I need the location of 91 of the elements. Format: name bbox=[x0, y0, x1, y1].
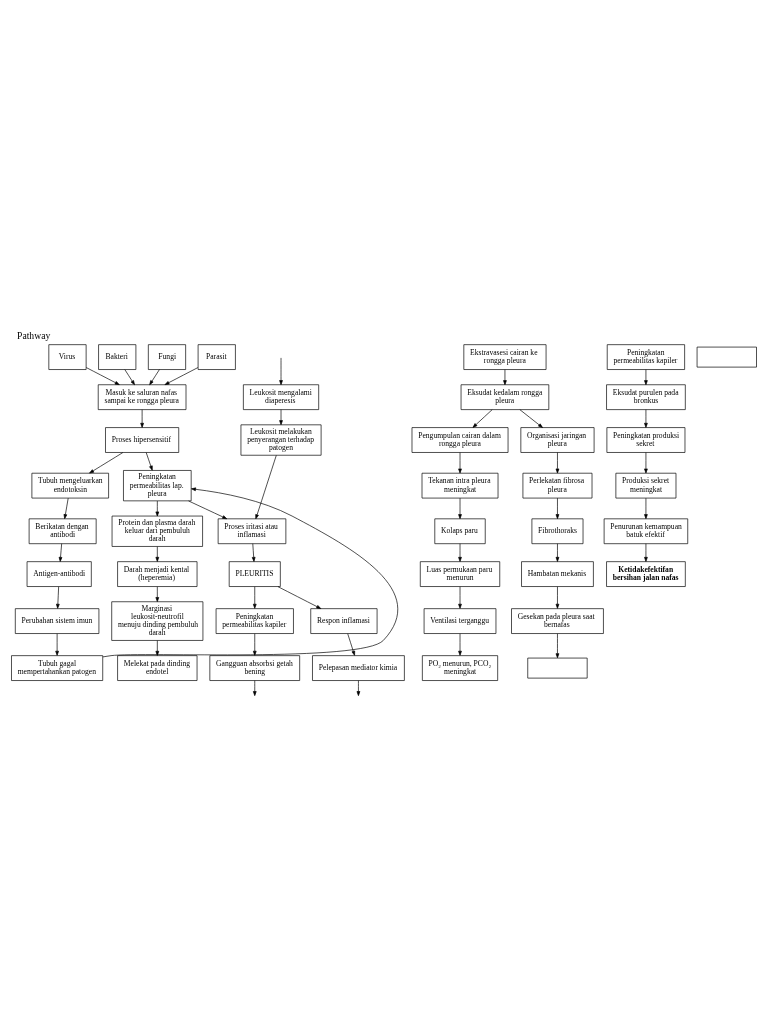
arrow bbox=[555, 585, 560, 609]
node-box: Peningkatan permeabilitas lap. pleura bbox=[123, 469, 192, 501]
arrow bbox=[56, 585, 60, 609]
diagram-title: Pathway bbox=[17, 329, 51, 341]
arrow bbox=[644, 451, 648, 473]
arrow bbox=[124, 368, 135, 385]
node-box: Darah menjadi kental (heperemia) bbox=[117, 560, 198, 587]
arrow bbox=[255, 454, 277, 519]
arrow bbox=[279, 408, 283, 425]
node-box: Masuk ke saluran nafas sampai ke rongga pleura bbox=[97, 383, 187, 410]
arrow bbox=[277, 585, 322, 609]
arrow bbox=[555, 542, 560, 562]
arrow bbox=[251, 542, 256, 562]
node-box: Ventilasi terganggu bbox=[423, 607, 497, 634]
node-box: Organisasi jaringan pleura bbox=[520, 426, 595, 453]
node-box: Eksudat purulen pada bronkus bbox=[606, 383, 686, 410]
node-box: Proses hipersensitif bbox=[105, 426, 180, 453]
arrow bbox=[503, 368, 507, 385]
node-box: PLEURITIS bbox=[228, 560, 281, 587]
node-box: Penurunan kemampuan batuk efektif bbox=[603, 517, 689, 544]
arrow bbox=[149, 368, 160, 385]
node-box: Leukosit melakukan penyerangan terhadap patogen bbox=[240, 424, 322, 456]
arrow bbox=[164, 366, 199, 385]
node-box: Peningkatan produksi sekret bbox=[606, 426, 686, 453]
node-box: Perlekatan fibrosa pleura bbox=[522, 472, 593, 498]
node-box: PO₂ menurun, PCO₂ meningkat bbox=[422, 654, 499, 681]
arrow bbox=[458, 542, 462, 562]
arrow bbox=[555, 497, 560, 519]
node-box: Pengumpulan cairan dalam rongga pleura bbox=[411, 426, 509, 453]
node-box: Peningkatan permeabilitas kapiler bbox=[606, 343, 685, 370]
node-box: Luas permukaan paru menurun bbox=[419, 560, 501, 587]
node-box: Eksudat kedalam rongga pleura bbox=[460, 383, 550, 410]
arrow bbox=[458, 585, 462, 609]
arrow bbox=[644, 542, 648, 562]
arrow bbox=[519, 408, 543, 428]
arrow bbox=[85, 366, 120, 385]
node-box: Tubuh gagal mempertahankan patogen bbox=[11, 654, 104, 681]
arrow bbox=[55, 632, 59, 656]
node-box: Fungi bbox=[148, 343, 186, 370]
arrow bbox=[347, 632, 356, 656]
arrow bbox=[58, 542, 63, 562]
arrow bbox=[458, 497, 462, 519]
node-box: Ketidakefektifan bersihan jalan nafas bbox=[606, 560, 686, 587]
arrow bbox=[644, 497, 648, 519]
arrow bbox=[555, 632, 560, 658]
node-box: Protein dan plasma darah keluar dari pembuluh darah bbox=[111, 515, 203, 547]
node-box bbox=[527, 657, 588, 678]
node-box: Kolaps paru bbox=[434, 517, 486, 544]
arrow bbox=[155, 500, 160, 516]
arrow bbox=[155, 545, 160, 562]
node-box: Gesekan pada pleura saat bernafas bbox=[511, 607, 604, 634]
node-box: Tekanan intra pleura meningkat bbox=[421, 472, 499, 498]
node-box: Hambatan mekanis bbox=[521, 560, 594, 587]
arrow bbox=[252, 585, 257, 609]
arrow bbox=[155, 639, 160, 656]
node-box: Antigen-antibodi bbox=[26, 560, 92, 587]
node-box: Gangguan absorbsi getah bening bbox=[209, 654, 301, 681]
node-box: Produksi sekret meningkat bbox=[615, 472, 677, 498]
node-box: Tubuh mengeluarkan endotoksin bbox=[31, 472, 109, 498]
arrow bbox=[644, 368, 648, 385]
node-box: Virus bbox=[48, 343, 87, 370]
arrow bbox=[458, 451, 462, 473]
arrow bbox=[252, 679, 257, 696]
node-box: Proses iritasi atau inflamasi bbox=[217, 517, 287, 544]
node-box bbox=[696, 346, 757, 367]
node-box: Fibrothoraks bbox=[531, 517, 584, 544]
node-box: Perubahan sistem imun bbox=[14, 607, 100, 634]
arrow bbox=[102, 487, 398, 657]
node-box: Parasit bbox=[197, 343, 236, 370]
arrow bbox=[89, 451, 124, 473]
node-box: Ekstravasesi cairan ke rongga pleura bbox=[463, 343, 547, 370]
arrow bbox=[140, 408, 144, 428]
arrow bbox=[155, 585, 160, 602]
arrow bbox=[555, 451, 560, 473]
arrow bbox=[644, 408, 648, 428]
arrow bbox=[252, 632, 257, 656]
arrow bbox=[458, 632, 462, 656]
arrow bbox=[145, 451, 153, 471]
node-box: Leukosit mengalami diaperesis bbox=[243, 383, 320, 410]
node-box: Marginasi leukosit-neutrofil menuju dinding pembuluh darah bbox=[111, 600, 204, 641]
node-box: Bakteri bbox=[98, 343, 137, 370]
node-box: Pelepasan mediator kimia bbox=[312, 654, 405, 681]
arrow bbox=[279, 357, 283, 385]
node-box: Respon inflamasi bbox=[310, 607, 378, 634]
arrow bbox=[356, 679, 361, 696]
node-box: Peningkatan permeabilitas kapiler bbox=[215, 607, 294, 634]
arrow bbox=[63, 497, 69, 519]
node-box: Melekat pada dinding endotel bbox=[117, 654, 198, 681]
arrow bbox=[188, 500, 228, 519]
node-box: Berikatan dengan antibodi bbox=[28, 517, 97, 544]
arrow bbox=[472, 408, 493, 428]
